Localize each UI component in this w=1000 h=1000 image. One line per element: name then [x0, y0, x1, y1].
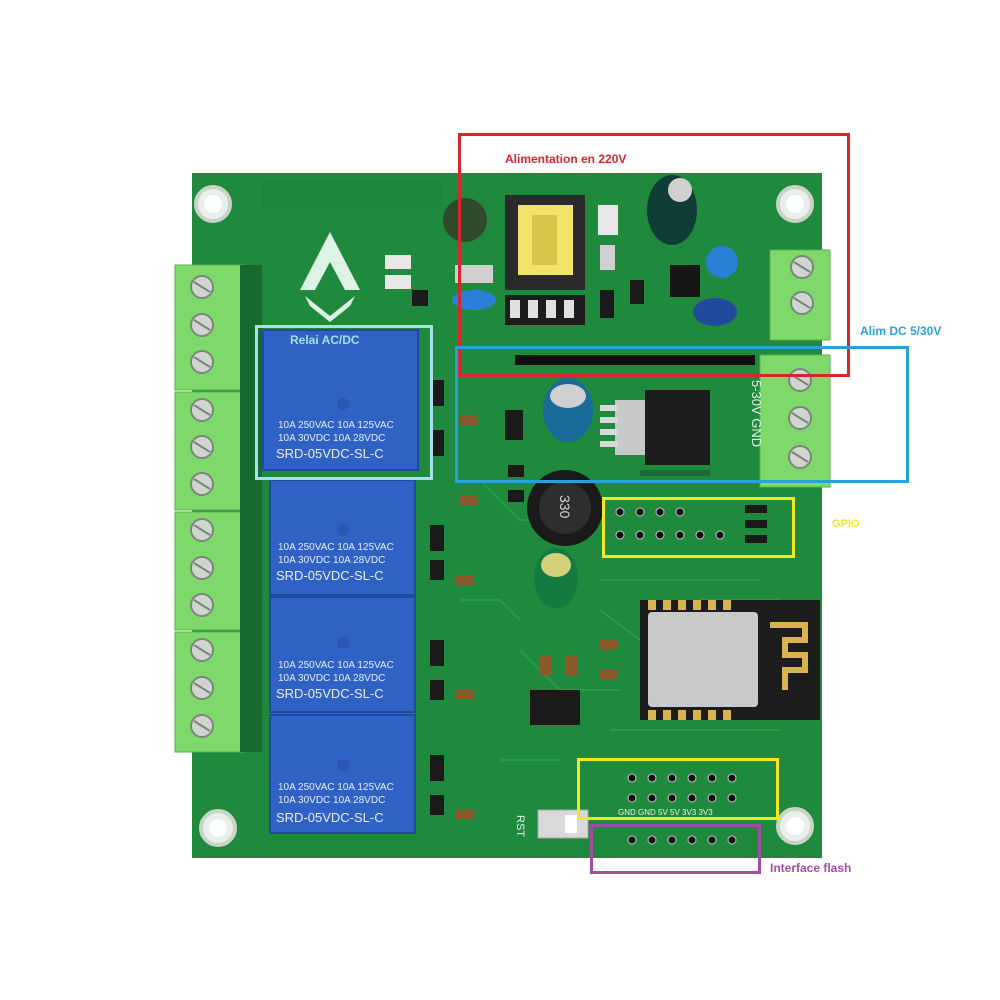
gpio-label: GPIO: [832, 518, 860, 530]
gpio-header: [615, 507, 725, 540]
flash-label: Interface flash: [770, 861, 852, 875]
relay4-rating-line2: 10A 30VDC 10A 28VDC: [278, 795, 385, 806]
smd-components: [385, 255, 524, 820]
flash-pin-labels: GND GND 5V 5V 3V3 3V3: [618, 808, 713, 817]
inductor-value: 330: [557, 495, 573, 519]
dc-regulator-components: [543, 378, 710, 476]
lower-smd-components: [530, 640, 618, 725]
relay4-model: SRD-05VDC-SL-C: [276, 810, 384, 825]
relay2-rating-line2: 10A 30VDC 10A 28VDC: [278, 555, 385, 566]
flash-header: [627, 835, 737, 845]
relay3-model: SRD-05VDC-SL-C: [276, 686, 384, 701]
esp-wifi-module: [640, 600, 820, 720]
dc-power-label: Alim DC 5/30V: [860, 324, 942, 338]
left-terminal-blocks: [174, 264, 262, 753]
relay2-rating-line1: 10A 250VAC 10A 125VAC: [278, 542, 394, 553]
relay1-model: SRD-05VDC-SL-C: [276, 446, 384, 461]
relay3-rating-line1: 10A 250VAC 10A 125VAC: [278, 660, 394, 671]
brand-logo-icon: [300, 232, 360, 322]
relay4-rating-line1: 10A 250VAC 10A 125VAC: [278, 782, 394, 793]
power-220v-box: [458, 133, 850, 377]
relay-label: Relai AC/DC: [290, 333, 360, 347]
mounting-holes: [194, 185, 814, 847]
relay2-model: SRD-05VDC-SL-C: [276, 568, 384, 583]
relay-box: [255, 325, 433, 480]
relay1-rating-line2: 10A 30VDC 10A 28VDC: [278, 433, 385, 444]
gpio-box-top: [602, 497, 795, 558]
relay1-rating-line1: 10A 250VAC 10A 125VAC: [278, 420, 394, 431]
reset-label: RST: [514, 815, 526, 837]
gpio-lower-header: [627, 773, 737, 803]
relay3-rating-line2: 10A 30VDC 10A 28VDC: [278, 673, 385, 684]
inductor: [527, 470, 603, 546]
gpio-box-bottom: [577, 758, 779, 820]
power-220v-label: Alimentation en 220V: [505, 152, 627, 166]
flash-box: [590, 824, 761, 874]
dc-silkscreen-label: 5-30V GND: [749, 380, 764, 447]
right-terminal-blocks: [759, 249, 831, 488]
electrolytic-capacitor: [534, 548, 578, 608]
dc-power-box: [455, 346, 909, 483]
relays: [262, 329, 419, 834]
power-supply-components: [443, 175, 755, 365]
